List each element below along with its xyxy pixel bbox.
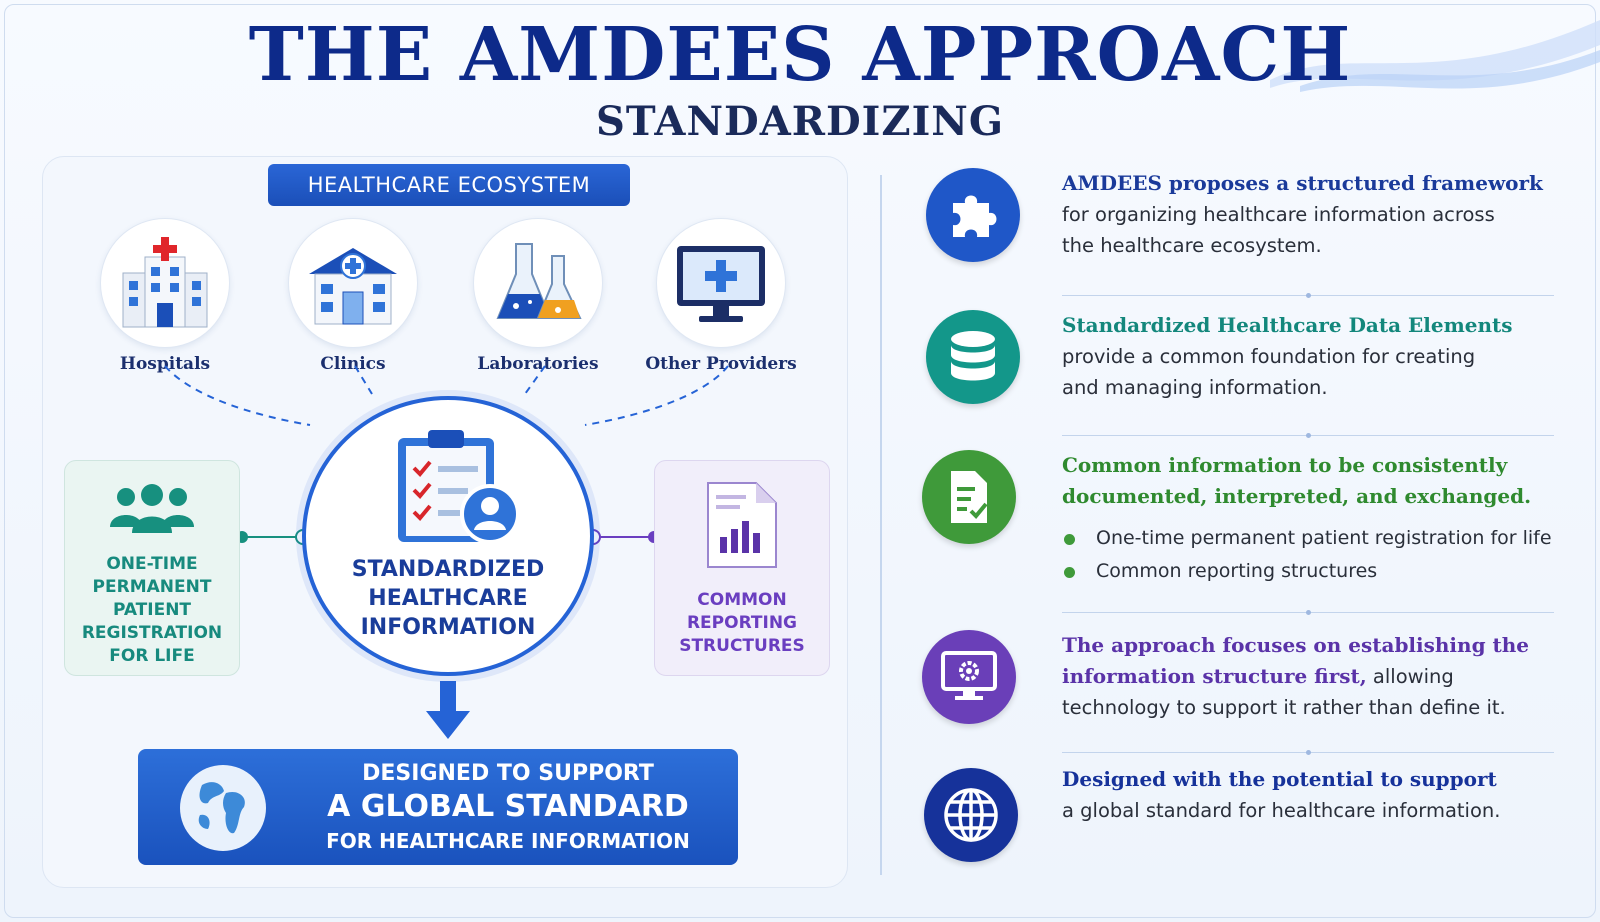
database-icon (951, 331, 995, 381)
point-body-line: a global standard for healthcare informa… (1062, 799, 1501, 822)
point-heading: Common information to be consistently (1062, 453, 1508, 477)
point-text: Standardized Healthcare Data Elements pr… (1062, 310, 1582, 403)
point-body-line: for organizing healthcare information ac… (1062, 203, 1495, 226)
list-item: One-time permanent patient registration … (1062, 522, 1582, 555)
global-line-3: FOR HEALTHCARE INFORMATION (326, 829, 690, 853)
report-document-icon (707, 482, 777, 568)
separator (1062, 433, 1554, 438)
monitor-medical-icon (677, 246, 765, 322)
point-bullet-list: One-time permanent patient registration … (1062, 522, 1582, 588)
point-icon-badge (922, 630, 1016, 724)
provider-label: Clinics (320, 354, 386, 374)
point-icon-badge (922, 450, 1016, 544)
bullet-text: One-time permanent patient registration … (1096, 527, 1552, 549)
list-item: Common reporting structures (1062, 555, 1582, 588)
ecosystem-header: HEALTHCARE ECOSYSTEM (268, 164, 630, 206)
patient-registration-box: ONE-TIME PERMANENT PATIENT REGISTRATION … (64, 460, 240, 676)
center-label-line: STANDARDIZED (351, 557, 545, 582)
hospital-icon (122, 237, 208, 328)
patient-registration-label: ONE-TIME PERMANENT PATIENT REGISTRATION … (82, 553, 222, 668)
page-title: THE AMDEES APPROACH (248, 12, 1352, 98)
point-body-line: technology to support it rather than def… (1062, 696, 1506, 719)
point-text: Common information to be consistently do… (1062, 450, 1582, 588)
box-label-line: STRUCTURES (679, 636, 805, 656)
point-body-line: the healthcare ecosystem. (1062, 234, 1322, 257)
point-heading-line: information structure first, allowing (1062, 661, 1582, 692)
separator (1062, 293, 1554, 298)
global-standard-banner: DESIGNED TO SUPPORT A GLOBAL STANDARD FO… (138, 749, 738, 865)
globe-grid-icon (944, 788, 998, 842)
point-body-line: provide a common foundation for creating (1062, 345, 1476, 368)
bullet-text: Common reporting structures (1096, 560, 1378, 582)
column-divider (880, 175, 882, 875)
down-arrow-icon (426, 681, 470, 739)
box-label-line: PATIENT (112, 600, 192, 620)
separator (1062, 750, 1554, 755)
globe-icon (180, 765, 266, 851)
provider-label: Laboratories (477, 354, 599, 374)
point-heading: AMDEES proposes a structured framework (1062, 171, 1543, 195)
point-heading: documented, interpreted, and exchanged. (1062, 484, 1532, 508)
reporting-structures-box: COMMON REPORTING STRUCTURES (654, 460, 830, 676)
point-heading: information structure first, (1062, 664, 1367, 688)
center-label-line: HEALTHCARE (368, 586, 528, 611)
point-heading: Designed with the potential to support (1062, 767, 1497, 791)
point-icon-badge (926, 168, 1020, 262)
point-text: AMDEES proposes a structured framework f… (1062, 168, 1582, 261)
box-label-line: FOR LIFE (109, 646, 195, 666)
provider-other: Other Providers (626, 218, 816, 374)
point-text: Designed with the potential to support a… (1062, 764, 1582, 826)
box-label-line: REPORTING (686, 613, 798, 633)
point-icon-badge (926, 310, 1020, 404)
point-heading: The approach focuses on establishing the (1062, 633, 1530, 657)
box-label-line: PERMANENT (92, 577, 212, 597)
global-line-2: A GLOBAL STANDARD (327, 789, 689, 824)
point-text: The approach focuses on establishing the… (1062, 630, 1582, 723)
provider-clinics: Clinics (258, 218, 448, 374)
center-label-line: INFORMATION (360, 615, 536, 640)
point-body-fragment: allowing (1366, 665, 1454, 688)
clipboard-checklist-icon (398, 430, 520, 544)
reporting-structures-label: COMMON REPORTING STRUCTURES (679, 589, 805, 658)
separator (1062, 610, 1554, 615)
puzzle-icon (953, 195, 997, 237)
document-check-icon (951, 471, 988, 523)
monitor-gear-icon (941, 651, 997, 700)
global-line-1: DESIGNED TO SUPPORT (362, 761, 654, 786)
point-icon-badge (924, 768, 1018, 862)
provider-laboratories: Laboratories (443, 218, 633, 374)
page-subtitle: STANDARDIZING (595, 98, 1005, 145)
lab-flask-icon (496, 243, 582, 319)
page-frame (4, 4, 1596, 918)
box-label-line: ONE-TIME (106, 554, 198, 574)
provider-hospitals: Hospitals (70, 218, 260, 374)
box-label-line: COMMON (697, 590, 787, 610)
provider-label: Other Providers (645, 354, 797, 374)
provider-label: Hospitals (119, 354, 211, 374)
decorative-wave (1270, 20, 1600, 92)
point-body-line: and managing information. (1062, 376, 1328, 399)
center-label: STANDARDIZED HEALTHCARE INFORMATION (302, 555, 594, 642)
clinic-icon (309, 248, 397, 325)
people-group-icon (110, 484, 194, 533)
point-heading: Standardized Healthcare Data Elements (1062, 313, 1513, 337)
box-label-line: REGISTRATION (81, 623, 223, 643)
